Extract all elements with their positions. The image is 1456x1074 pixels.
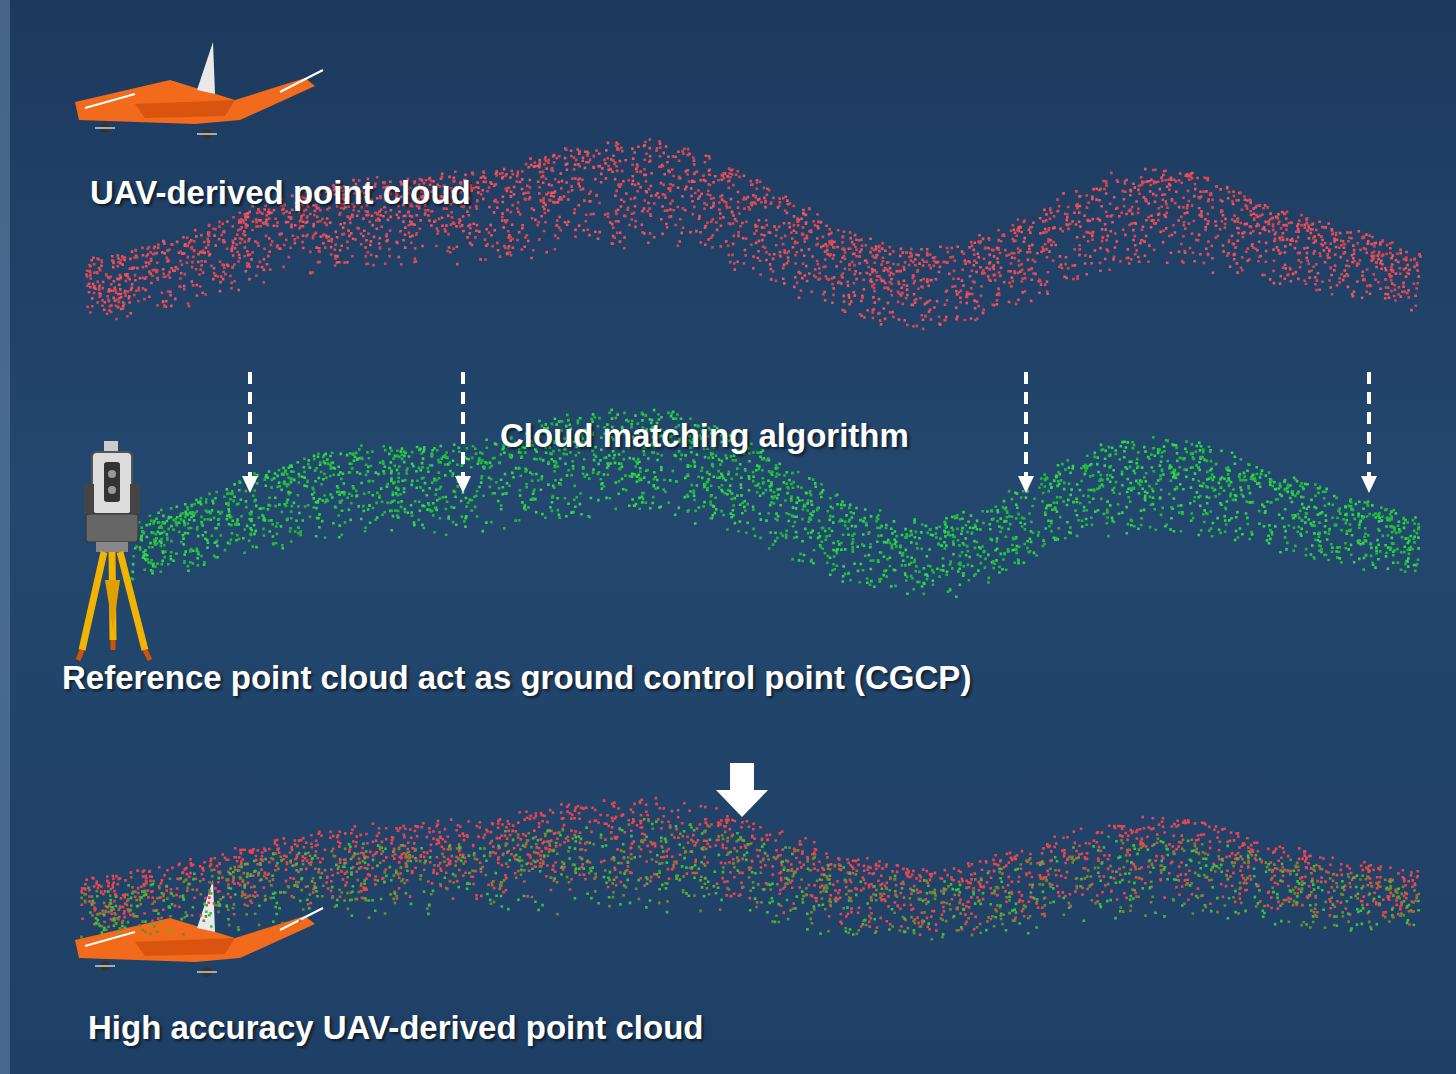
dashed-arrows [250,372,1369,478]
point-cloud [130,411,1420,595]
laser-scanner-tripod [78,441,150,660]
caption-label: UAV-derived point cloud [90,175,471,211]
point-clouds [80,138,1422,940]
arrow-heads [242,476,1377,493]
point-cloud [87,818,1420,936]
edge-strip [0,0,10,1074]
caption-label: Cloud matching algorithm [500,418,909,454]
point-cloud [80,820,1420,941]
point-cloud [86,138,1421,330]
caption-label: Reference point cloud act as ground cont… [62,660,971,696]
result-arrow [716,763,768,817]
caption-label: High accuracy UAV-derived point cloud [88,1010,704,1046]
